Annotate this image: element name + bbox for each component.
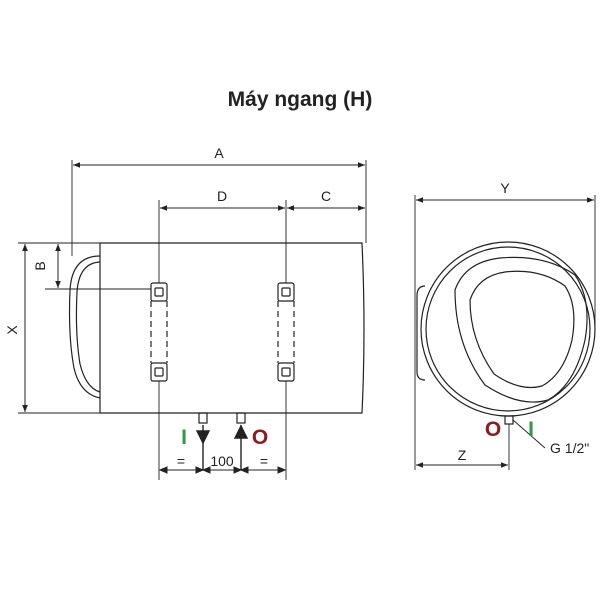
tank-circle-outer	[420, 241, 596, 417]
arrow-down-icon	[195, 430, 211, 445]
dim-x-label: X	[4, 325, 20, 335]
end-cap-shape	[454, 256, 588, 403]
thread-label: G 1/2"	[550, 440, 589, 456]
dim-c-label: C	[321, 188, 331, 204]
dim-d-label: D	[217, 188, 227, 204]
dim-a-label: A	[214, 145, 224, 161]
page-title: Máy ngang (H)	[227, 88, 373, 111]
dim-y-label: Y	[500, 180, 510, 196]
inlet-label: I	[181, 426, 187, 449]
side-outlet-label: O	[485, 418, 501, 441]
dim-equal-left: =	[177, 453, 185, 469]
side-dimension-lines	[416, 197, 594, 468]
arrow-up-icon	[233, 424, 249, 439]
tank-end-cap	[68, 255, 101, 399]
tank-circle-inner	[425, 246, 591, 412]
dim-spacing-label: 100	[210, 453, 234, 469]
front-view	[68, 242, 365, 424]
dim-equal-right: =	[260, 453, 268, 469]
side-extension-lines	[414, 195, 596, 470]
side-inlet-label: I	[528, 418, 534, 441]
dimension-lines	[22, 162, 365, 474]
extension-lines	[18, 160, 367, 480]
tank-body	[99, 242, 365, 414]
tank-end-cap-inner	[75, 261, 101, 393]
bracket-right	[277, 282, 295, 382]
bracket-left	[150, 282, 168, 382]
end-cap-shape-inner	[469, 270, 575, 389]
dim-b-label: B	[32, 261, 48, 270]
pipe-outlet	[236, 412, 246, 424]
side-pipe	[504, 415, 514, 425]
dim-z-label: Z	[458, 447, 467, 463]
wall-mount	[416, 285, 426, 381]
pipe-inlet	[198, 412, 208, 424]
side-view	[416, 241, 596, 425]
flow-arrows	[195, 424, 249, 470]
outlet-label: O	[252, 426, 268, 449]
